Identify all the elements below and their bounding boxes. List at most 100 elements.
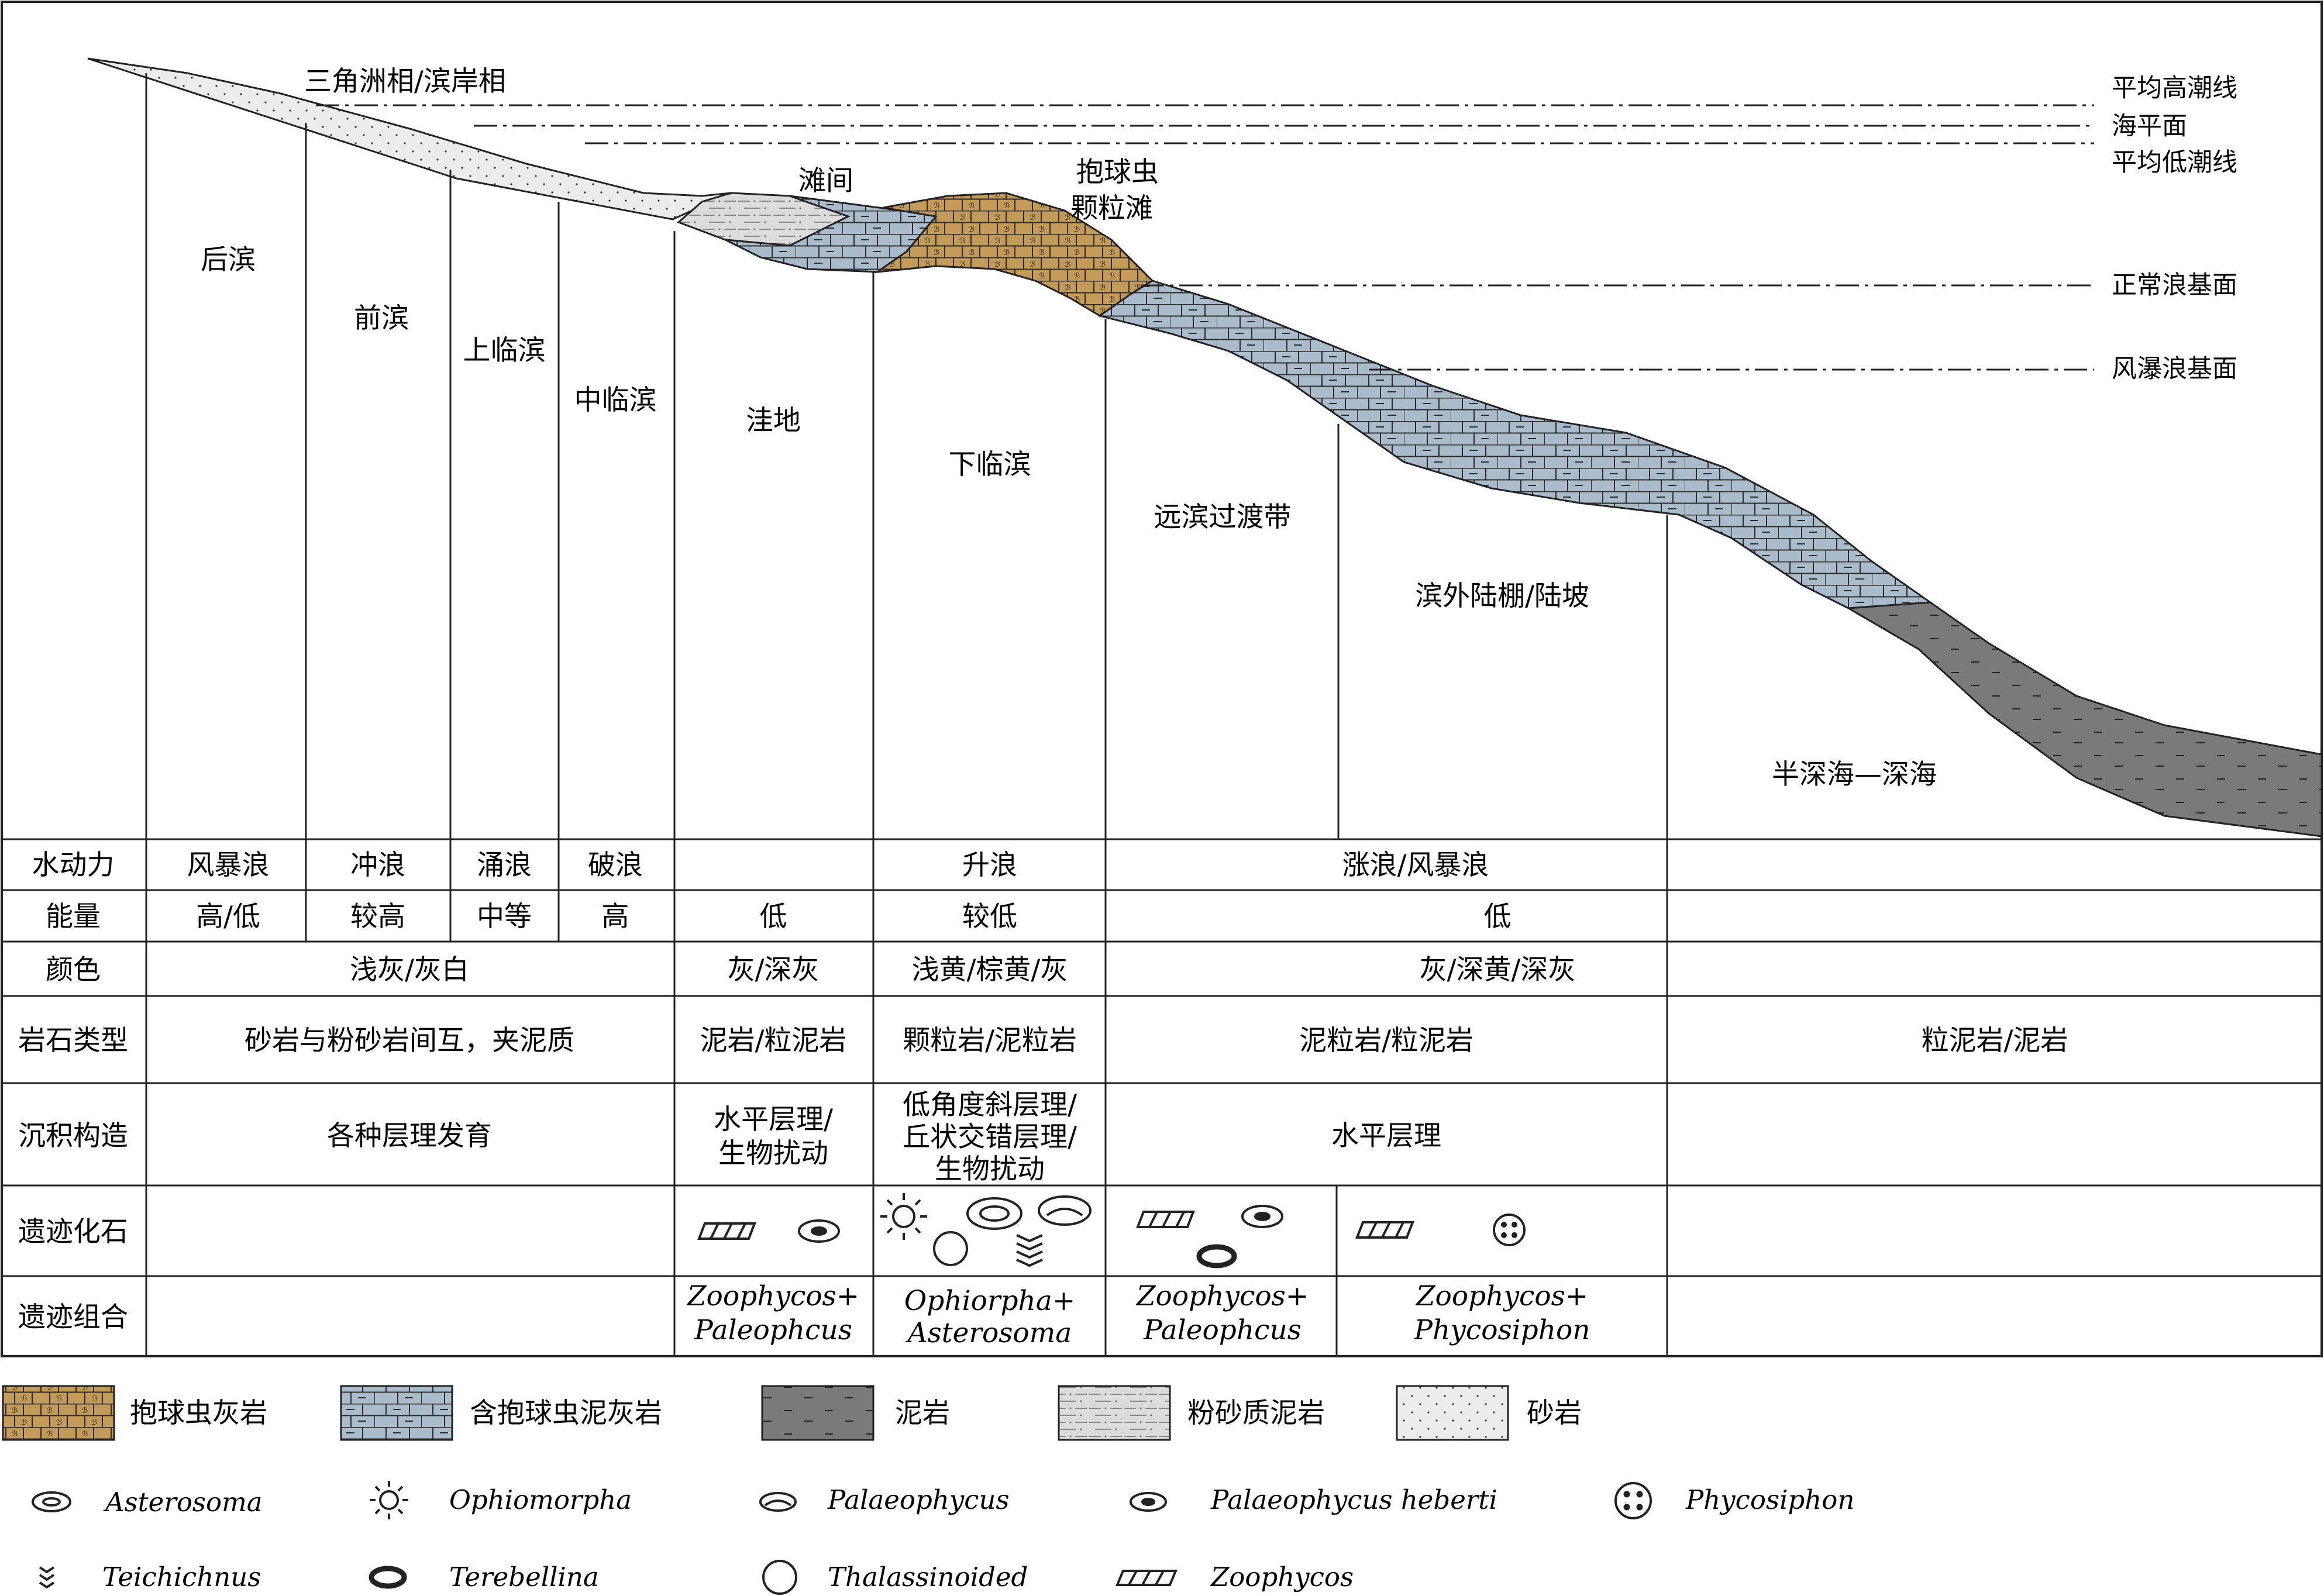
svg-text:后滨: 后滨 bbox=[201, 244, 256, 276]
shoal-label-globigerina-2: 颗粒滩 bbox=[1070, 192, 1153, 225]
svg-text:上临滨: 上临滨 bbox=[463, 335, 546, 367]
svg-text:平均高潮线: 平均高潮线 bbox=[2112, 74, 2237, 103]
svg-text:颗粒岩/泥粒岩: 颗粒岩/泥粒岩 bbox=[903, 1025, 1077, 1057]
svg-text:破浪: 破浪 bbox=[588, 849, 643, 881]
svg-text:灰/深黄/深灰: 灰/深黄/深灰 bbox=[1420, 954, 1576, 986]
svg-text:泥岩: 泥岩 bbox=[895, 1397, 950, 1429]
svg-text:颜色: 颜色 bbox=[46, 954, 101, 986]
zoophycos-icon bbox=[1355, 1221, 1414, 1239]
row-color: 浅灰/灰白 灰/深灰 浅黄/棕黄/灰 灰/深黄/深灰 bbox=[350, 954, 1575, 986]
palaeophycus-heberti-icon bbox=[798, 1219, 840, 1243]
legend-trace-labels: Asterosoma Ophiomorpha Palaeophycus Pala… bbox=[102, 1484, 1854, 1592]
svg-text:Zoophycos+: Zoophycos+ bbox=[1135, 1280, 1309, 1312]
svg-text:Zoophycos+: Zoophycos+ bbox=[686, 1280, 859, 1312]
zoophycos-icon bbox=[1115, 1570, 1178, 1586]
palaeophycus-heberti-icon bbox=[1130, 1492, 1167, 1512]
svg-text:中等: 中等 bbox=[477, 901, 532, 933]
svg-text:Terebellina: Terebellina bbox=[449, 1561, 599, 1592]
svg-text:Thalassinoided: Thalassinoided bbox=[828, 1561, 1028, 1592]
svg-text:遗迹组合: 遗迹组合 bbox=[18, 1301, 128, 1333]
svg-text:海平面: 海平面 bbox=[2112, 112, 2187, 141]
phycosiphon-icon bbox=[1493, 1214, 1526, 1246]
mudstone-unit bbox=[1846, 601, 2323, 837]
svg-text:Asterosoma: Asterosoma bbox=[103, 1487, 263, 1518]
svg-text:低角度斜层理/: 低角度斜层理/ bbox=[903, 1089, 1077, 1121]
svg-text:远滨过渡带: 远滨过渡带 bbox=[1154, 501, 1292, 533]
ophiomorpha-icon bbox=[370, 1481, 408, 1519]
svg-text:较低: 较低 bbox=[962, 901, 1017, 933]
svg-text:高/低: 高/低 bbox=[196, 901, 260, 933]
reference-lines bbox=[316, 104, 2094, 371]
svg-text:浅灰/灰白: 浅灰/灰白 bbox=[350, 954, 469, 986]
svg-text:Paleophcus: Paleophcus bbox=[1143, 1314, 1302, 1346]
row-assemblages: Zoophycos+ Paleophcus Ophiorpha+ Asteros… bbox=[686, 1280, 1590, 1349]
ophiomorpha-icon bbox=[880, 1193, 927, 1240]
svg-text:砂岩与粉砂岩间互，夹泥质: 砂岩与粉砂岩间互，夹泥质 bbox=[245, 1025, 574, 1057]
svg-text:下临滨: 下临滨 bbox=[949, 449, 1031, 481]
svg-text:涌浪: 涌浪 bbox=[477, 849, 532, 881]
limestone-unit bbox=[874, 192, 1154, 317]
svg-text:前滨: 前滨 bbox=[354, 302, 409, 335]
svg-text:Ophiorpha+: Ophiorpha+ bbox=[904, 1285, 1075, 1317]
svg-text:Ophiomorpha: Ophiomorpha bbox=[449, 1484, 632, 1515]
svg-text:冲浪: 冲浪 bbox=[350, 849, 405, 881]
svg-text:Paleophcus: Paleophcus bbox=[694, 1314, 852, 1346]
facies-label: 三角洲相/滨岸相 bbox=[304, 66, 506, 98]
svg-text:Phycosiphon: Phycosiphon bbox=[1413, 1314, 1590, 1346]
svg-text:粉砂质泥岩: 粉砂质泥岩 bbox=[1187, 1397, 1325, 1429]
facies-table: 水动力 能量 颜色 岩石类型 沉积构造 遗迹化石 遗迹组合 风暴浪 冲浪 涌浪 … bbox=[2, 838, 2322, 1356]
frame bbox=[1, 1, 2323, 1357]
svg-text:风暴浪: 风暴浪 bbox=[187, 849, 270, 881]
row-trace-symbols bbox=[697, 1193, 1526, 1268]
row-rock: 砂岩与粉砂岩间互，夹泥质 泥岩/粒泥岩 颗粒岩/泥粒岩 泥粒岩/粒泥岩 粒泥岩/… bbox=[245, 1025, 2068, 1057]
svg-text:含抱球虫泥灰岩: 含抱球虫泥灰岩 bbox=[470, 1397, 662, 1429]
svg-text:粒泥岩/泥岩: 粒泥岩/泥岩 bbox=[1922, 1025, 2068, 1057]
legend: 抱球虫灰岩 含抱球虫泥灰岩 泥岩 粉砂质泥岩 砂岩 bbox=[2, 1385, 1854, 1595]
marl-unit-slope bbox=[1097, 280, 1933, 609]
svg-text:砂岩: 砂岩 bbox=[1527, 1397, 1582, 1429]
svg-text:Phycosiphon: Phycosiphon bbox=[1685, 1484, 1854, 1515]
sand-unit bbox=[87, 57, 732, 220]
cross-section-profile: 三角洲相/滨岸相 滩间 抱球虫 颗粒滩 平均高潮线 海平面 平均低潮线 正常浪基… bbox=[1, 1, 2323, 1357]
svg-text:较高: 较高 bbox=[350, 901, 405, 933]
svg-text:Zoophycos+: Zoophycos+ bbox=[1415, 1280, 1588, 1312]
row-energy: 高/低 较高 中等 高 低 较低 低 bbox=[196, 901, 1511, 933]
svg-text:抱球虫灰岩: 抱球虫灰岩 bbox=[130, 1397, 267, 1429]
row-structures: 各种层理发育 水平层理/ 生物扰动 低角度斜层理/ 丘状交错层理/ 生物扰动 水… bbox=[327, 1089, 1441, 1185]
svg-text:岩石类型: 岩石类型 bbox=[18, 1025, 128, 1057]
shoal-label-interbank: 滩间 bbox=[798, 165, 853, 197]
svg-text:Palaeophycus: Palaeophycus bbox=[827, 1484, 1010, 1515]
zoophycos-icon bbox=[1136, 1211, 1195, 1228]
zone-labels: 后滨 前滨 上临滨 中临滨 洼地 下临滨 远滨过渡带 滨外陆棚/陆坡 半深海—深… bbox=[201, 244, 1937, 791]
phycosiphon-icon bbox=[1614, 1482, 1652, 1519]
svg-text:泥岩/粒泥岩: 泥岩/粒泥岩 bbox=[700, 1025, 847, 1057]
svg-text:沉积构造: 沉积构造 bbox=[18, 1120, 128, 1152]
svg-text:升浪: 升浪 bbox=[962, 849, 1017, 881]
palaeophycus-icon bbox=[1038, 1195, 1092, 1226]
teichichnus-icon bbox=[1016, 1234, 1043, 1267]
svg-text:洼地: 洼地 bbox=[746, 405, 801, 437]
row-headers: 水动力 能量 颜色 岩石类型 沉积构造 遗迹化石 遗迹组合 bbox=[18, 849, 128, 1333]
shoal-label-globigerina-1: 抱球虫 bbox=[1076, 156, 1159, 188]
svg-text:风瀑浪基面: 风瀑浪基面 bbox=[2112, 354, 2237, 384]
reference-line-labels: 平均高潮线 海平面 平均低潮线 正常浪基面 风瀑浪基面 bbox=[2112, 74, 2237, 384]
legend-lithology: 抱球虫灰岩 含抱球虫泥灰岩 泥岩 粉砂质泥岩 砂岩 bbox=[2, 1385, 1582, 1441]
svg-text:低: 低 bbox=[760, 901, 787, 933]
svg-text:浅黄/棕黄/灰: 浅黄/棕黄/灰 bbox=[912, 954, 1068, 986]
terebellina-icon bbox=[369, 1566, 407, 1589]
svg-text:Teichichnus: Teichichnus bbox=[102, 1561, 261, 1592]
zoophycos-icon bbox=[697, 1222, 756, 1240]
legend-traces bbox=[32, 1481, 1652, 1595]
palaeophycus-icon bbox=[759, 1492, 797, 1512]
svg-text:Palaeophycus heberti: Palaeophycus heberti bbox=[1210, 1484, 1497, 1515]
svg-text:Zoophycos: Zoophycos bbox=[1210, 1561, 1354, 1592]
svg-text:水平层理: 水平层理 bbox=[1331, 1120, 1441, 1152]
svg-text:正常浪基面: 正常浪基面 bbox=[2112, 271, 2237, 300]
svg-text:泥粒岩/粒泥岩: 泥粒岩/粒泥岩 bbox=[1299, 1025, 1473, 1057]
svg-text:水动力: 水动力 bbox=[32, 849, 115, 881]
svg-text:生物扰动: 生物扰动 bbox=[718, 1137, 828, 1170]
svg-text:半深海—深海: 半深海—深海 bbox=[1772, 759, 1937, 791]
svg-text:平均低潮线: 平均低潮线 bbox=[2112, 148, 2237, 177]
svg-text:生物扰动: 生物扰动 bbox=[935, 1153, 1045, 1185]
